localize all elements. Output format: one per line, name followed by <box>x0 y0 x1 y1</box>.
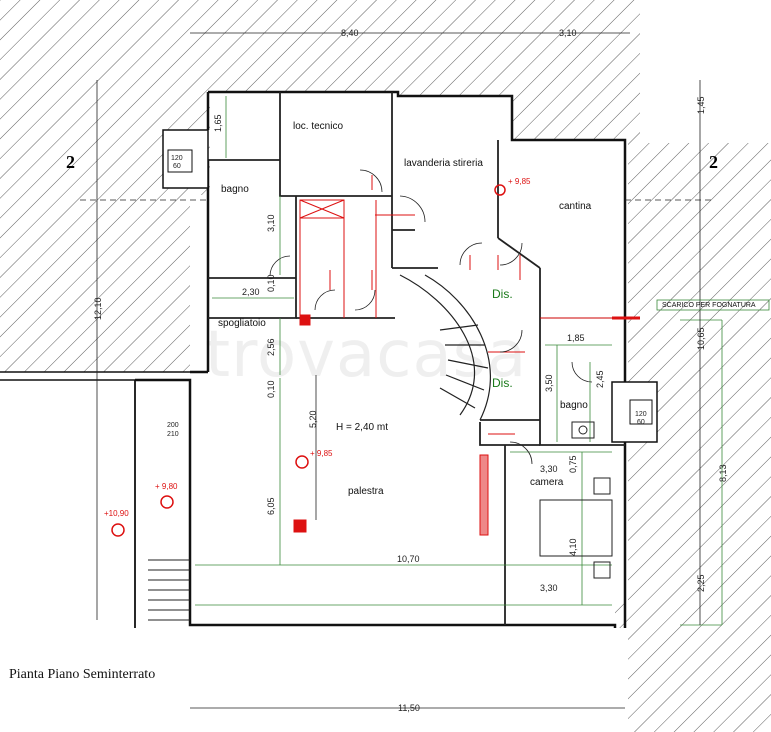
window-left <box>162 129 209 189</box>
dim-10-65: 10,65 <box>696 327 706 350</box>
dim-3-50: 3,50 <box>544 374 554 392</box>
height-note: H = 2,40 mt <box>336 422 388 433</box>
dim-0-10-a: 0,10 <box>266 274 276 292</box>
elevation-4: +10,90 <box>104 509 129 518</box>
dim-5-20: 5,20 <box>308 410 318 428</box>
dim-3-30-a: 3,30 <box>540 464 558 474</box>
dim-3-30-b: 3,30 <box>540 583 558 593</box>
room-bagno-top: bagno <box>221 184 249 195</box>
walls <box>0 90 627 628</box>
dimension-lines-black <box>80 32 715 709</box>
dim-8-40: 8,40 <box>341 28 359 38</box>
dim-8-13: 8,13 <box>718 464 728 482</box>
room-dis-bottom: Dis. <box>492 376 513 390</box>
elevation-2: + 9,85 <box>310 449 333 458</box>
room-bagno-right: bagno <box>560 400 588 411</box>
dim-0-75: 0,75 <box>568 455 578 473</box>
bed <box>539 477 613 579</box>
room-dis-top: Dis. <box>492 287 513 301</box>
internal-walls <box>208 92 625 625</box>
dim-12-10: 12,10 <box>93 297 103 320</box>
door-arcs <box>269 169 593 465</box>
dim-3-10-v: 3,10 <box>266 214 276 232</box>
dimension-lines <box>195 96 723 626</box>
dim-0-10-b: 0,10 <box>266 380 276 398</box>
external-stairs <box>148 559 190 621</box>
bathroom-fixtures <box>571 421 595 439</box>
section-mark-left: 2 <box>66 152 75 172</box>
dim-6-05: 6,05 <box>266 497 276 515</box>
dim-1-45: 1,45 <box>696 96 706 114</box>
dim-2-25: 2,25 <box>696 574 706 592</box>
dim-3-10-top: 3,10 <box>559 28 577 38</box>
section-mark-right: 2 <box>709 152 718 172</box>
room-camera: camera <box>530 477 564 488</box>
dim-1-65: 1,65 <box>213 114 223 132</box>
elevation-3: + 9,80 <box>155 482 178 491</box>
room-palestra: palestra <box>348 486 384 497</box>
window-right-height: 60 <box>637 419 645 426</box>
elevation-markers <box>111 184 506 537</box>
door-width: 200 <box>167 422 179 429</box>
dim-2-56: 2,56 <box>266 338 276 356</box>
dim-11-50: 11,50 <box>398 703 420 713</box>
window-left-height: 60 <box>173 163 181 170</box>
scarico-label: SCARICO PER FOGNATURA <box>662 302 756 309</box>
window-left-width: 120 <box>171 155 183 162</box>
window-right <box>611 381 658 443</box>
scarico-box <box>656 299 770 311</box>
dim-10-70: 10,70 <box>397 554 420 564</box>
room-lavanderia: lavanderia stireria <box>404 158 483 169</box>
dim-1-85: 1,85 <box>567 333 585 343</box>
room-cantina: cantina <box>559 201 592 212</box>
door-height: 210 <box>167 431 179 438</box>
dim-2-45: 2,45 <box>595 370 605 388</box>
spiral-staircase <box>399 274 491 421</box>
dim-4-10: 4,10 <box>568 538 578 556</box>
plan-caption: Pianta Piano Seminterrato <box>9 667 156 682</box>
elevation-1: + 9,85 <box>508 177 531 186</box>
room-spogliatoio: spogliatoio <box>218 318 266 329</box>
red-elements <box>293 175 640 536</box>
window-right-width: 120 <box>635 411 647 418</box>
room-loc-tecnico: loc. tecnico <box>293 121 343 132</box>
dim-2-30: 2,30 <box>242 287 260 297</box>
